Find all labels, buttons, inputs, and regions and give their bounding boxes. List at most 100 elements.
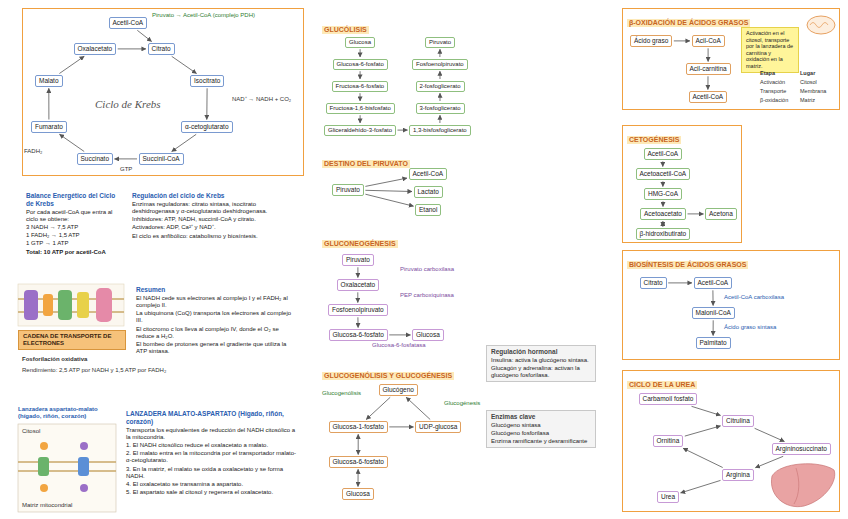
note-label: Membrana [800,88,826,95]
note-label: Matriz [800,97,815,104]
metabolite-box: Ornitina [653,435,684,447]
heading-text: LANZADERA MALATO-ASPARTATO (Hígado, riñó… [126,410,298,426]
metabolite-name: HMG-CoA [648,190,678,197]
note-label: Ácido graso sintasa [724,324,776,331]
metabolite-name: Acetona [709,210,733,217]
metabolite-name: Isocitrato [194,77,220,84]
metabolite-name: Fructosa-1,6-bisfosfato [330,105,391,111]
section-panel: Regulación del ciclo de KrebsEnzimas reg… [128,190,300,242]
complex-i [24,290,38,320]
metabolite-name: Glucosa-6-fosfato [337,61,384,67]
metabolite-name: Acetil-CoA [693,93,724,100]
metabolite-name: Malato [39,77,59,84]
note-label: Activación [760,79,785,86]
metabolite-box: Piruvato [425,37,455,48]
connector-arrow [439,71,440,79]
metabolite-box: UDP-glucosa [415,421,461,433]
metabolite-name: Piruvato [346,256,370,263]
connector-arrow [712,290,713,305]
metabolite-box: Acetona [705,208,737,220]
note-label: Piruvato → Acetil-CoA (complejo PDH) [152,12,255,19]
metabolite-box: Acetoacetil-CoA [636,168,691,180]
metabolite-name: Oxalacetato [78,45,113,52]
note-label: Acetil-CoA carboxilasa [724,294,784,301]
connector-arrow [389,426,413,427]
note-label: Lanzadera aspartato-malato (hígado, riñó… [18,406,118,420]
metabolite-box: HMG-CoA [644,188,682,200]
metabolite-name: Arginina [726,471,750,478]
heading-text: Enzimas clave [491,413,591,421]
body-text: El bombeo de protones genera el gradient… [136,341,296,355]
metabolite-box: Lactato [414,186,443,198]
body-text: 1 FADH₂ → 1,5 ATP [26,232,118,239]
note-label: Glucogenólisis [322,390,361,397]
metabolite-box: Fosfoenolpiruvato [412,59,468,70]
metabolite-name: β-hidroxibutirato [640,230,687,237]
connector-arrow [358,469,359,486]
body-text: 3. En la matriz, el malato se oxida a ox… [126,466,298,480]
body-text: 4. El oxalacetato se transamina a aspart… [126,481,298,488]
note-label: Lugar [800,70,815,77]
metabolite-name: Lactato [418,188,439,195]
heading-text: GLUCÓLISIS [322,26,369,34]
section-panel: GLUCOGENÓLISIS Y GLUCOGÉNESISGlucógenoGl… [318,362,476,510]
metabolite-box: Urea [657,491,679,503]
metabolite-box: 2-fosfoglicerato [416,81,465,92]
connector-arrow [662,181,663,186]
metabolite-box: Arginina [722,469,754,481]
metabolite-box: Glucosa-1-fosfato [329,421,388,433]
section-panel: GLUCONEOGÉNESISPiruvatoOxalacetatoFosfoe… [318,230,476,350]
heading-text: Resumen [136,286,296,294]
metabolite-box: Fosfoenolpiruvato [328,304,388,316]
metabolite-box: Carbamoil fosfato [639,393,698,405]
metabolite-name: Palmitato [700,339,727,346]
connector-arrow [360,49,361,57]
connector-arrow [366,397,390,419]
metabolite-name: Ornitina [657,437,680,444]
metabolite-name: Malonil-CoA [696,309,731,316]
heading-text: Regulación del ciclo de Krebs [132,192,296,200]
note-box: Regulación hormonalInsulina: activa la g… [486,345,596,382]
heading-text: DESTINO DEL PIRUVATO [322,160,410,168]
metabolite-box: Ácido graso [630,35,672,47]
metabolite-box: Oxalacetato [337,279,380,291]
metabolite-name: Glucosa-6-fosfato [333,458,384,465]
connector-arrow [357,267,358,277]
heading-text: Regulación hormonal [491,348,591,356]
body-text: Enzima ramificante y desramificante [491,438,591,445]
metabolite-name: Glucosa [416,331,440,338]
metabolite-name: Fosfoenolpiruvato [416,61,464,67]
connector-arrow [389,334,410,335]
metabolite-box: Fructosa-6-fosfato [332,81,389,92]
note-label: Etapa [760,70,775,77]
heading-text: Ciclo de Krebs [95,98,161,111]
section-panel: BIOSÍNTESIS DE ÁCIDOS GRASOSCitratoAceti… [622,250,840,360]
heading-text: CADENA DE TRANSPORTE DE ELECTRONES [23,333,121,347]
metabolite-box: β-hidroxibutirato [636,228,691,240]
metabolite-box: 3-fosfoglicerato [416,103,465,114]
connector-arrow [708,48,709,61]
connector-arrow [755,428,785,441]
metabolite-box: Glucosa [412,329,444,341]
body-text: Activadores: ADP, Ca²⁺ y NAD⁺. [132,224,296,231]
membrane-ground [18,284,124,326]
note-label: Rendimiento: 2,5 ATP por NADH y 1,5 ATP … [22,367,166,374]
connector-arrow [59,56,84,73]
metabolite-box: Acetil-CoA [409,168,448,180]
connector-arrow [439,115,440,123]
metabolite-name: 3-fosfoglicerato [420,105,461,111]
metabolite-name: Acetoacetato [644,210,682,217]
sticky-note: Activación en el citosol, transporte por… [741,27,799,73]
connector-arrow [60,134,85,151]
metabolite-name: Succinil-CoA [143,155,180,162]
metabolite-name: 2-fosfoglicerato [420,83,461,89]
shuttle-illustration [18,424,116,512]
connector-arrow [206,88,207,119]
connector-arrow [137,30,151,41]
liver-illustration [771,464,834,507]
metabolite-dot [80,442,88,450]
connector-arrow [358,434,359,454]
note-label: Citosol [22,428,40,435]
